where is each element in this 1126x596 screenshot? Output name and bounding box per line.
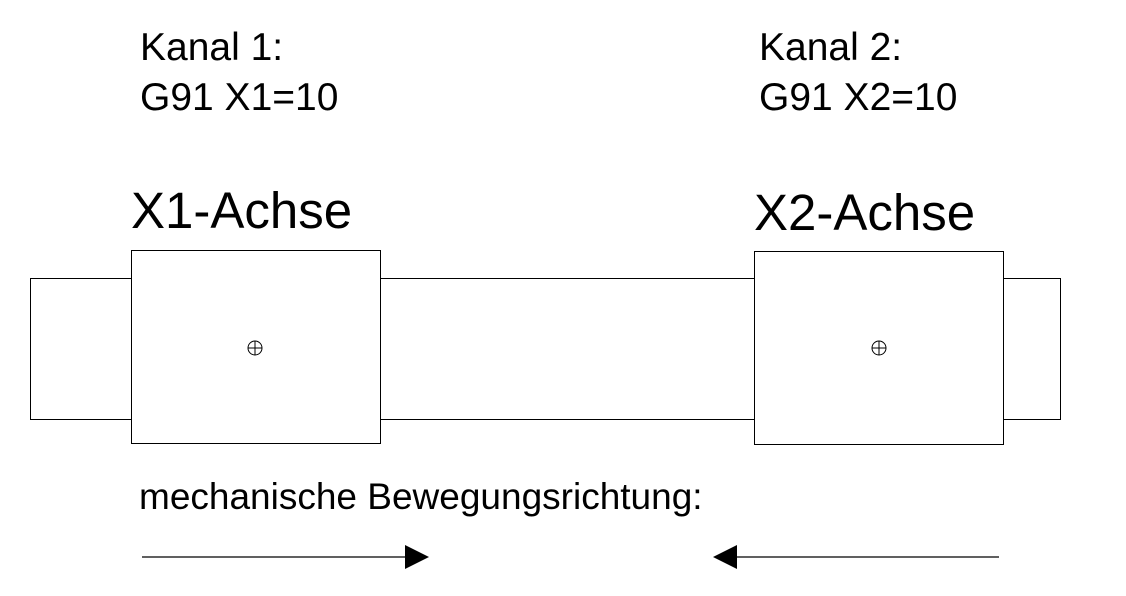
channel1-title: Kanal 1: xyxy=(140,26,284,69)
x2-direction-arrow-left-icon xyxy=(713,545,999,569)
x1-carriage xyxy=(131,250,381,444)
x1-axis-title: X1-Achse xyxy=(131,182,353,239)
channel2-title: Kanal 2: xyxy=(759,26,903,69)
x1-center-mark-icon xyxy=(247,340,263,356)
channel2-command: G91 X2=10 xyxy=(759,76,958,119)
x2-center-mark-icon xyxy=(871,340,887,356)
left-end-block xyxy=(30,278,132,420)
x2-axis-title: X2-Achse xyxy=(754,184,976,241)
x1-direction-arrow-right-icon xyxy=(142,545,429,569)
motion-direction-label: mechanische Bewegungsrichtung: xyxy=(139,476,703,517)
right-end-block xyxy=(1003,278,1061,420)
channel1-command: G91 X1=10 xyxy=(140,76,339,119)
